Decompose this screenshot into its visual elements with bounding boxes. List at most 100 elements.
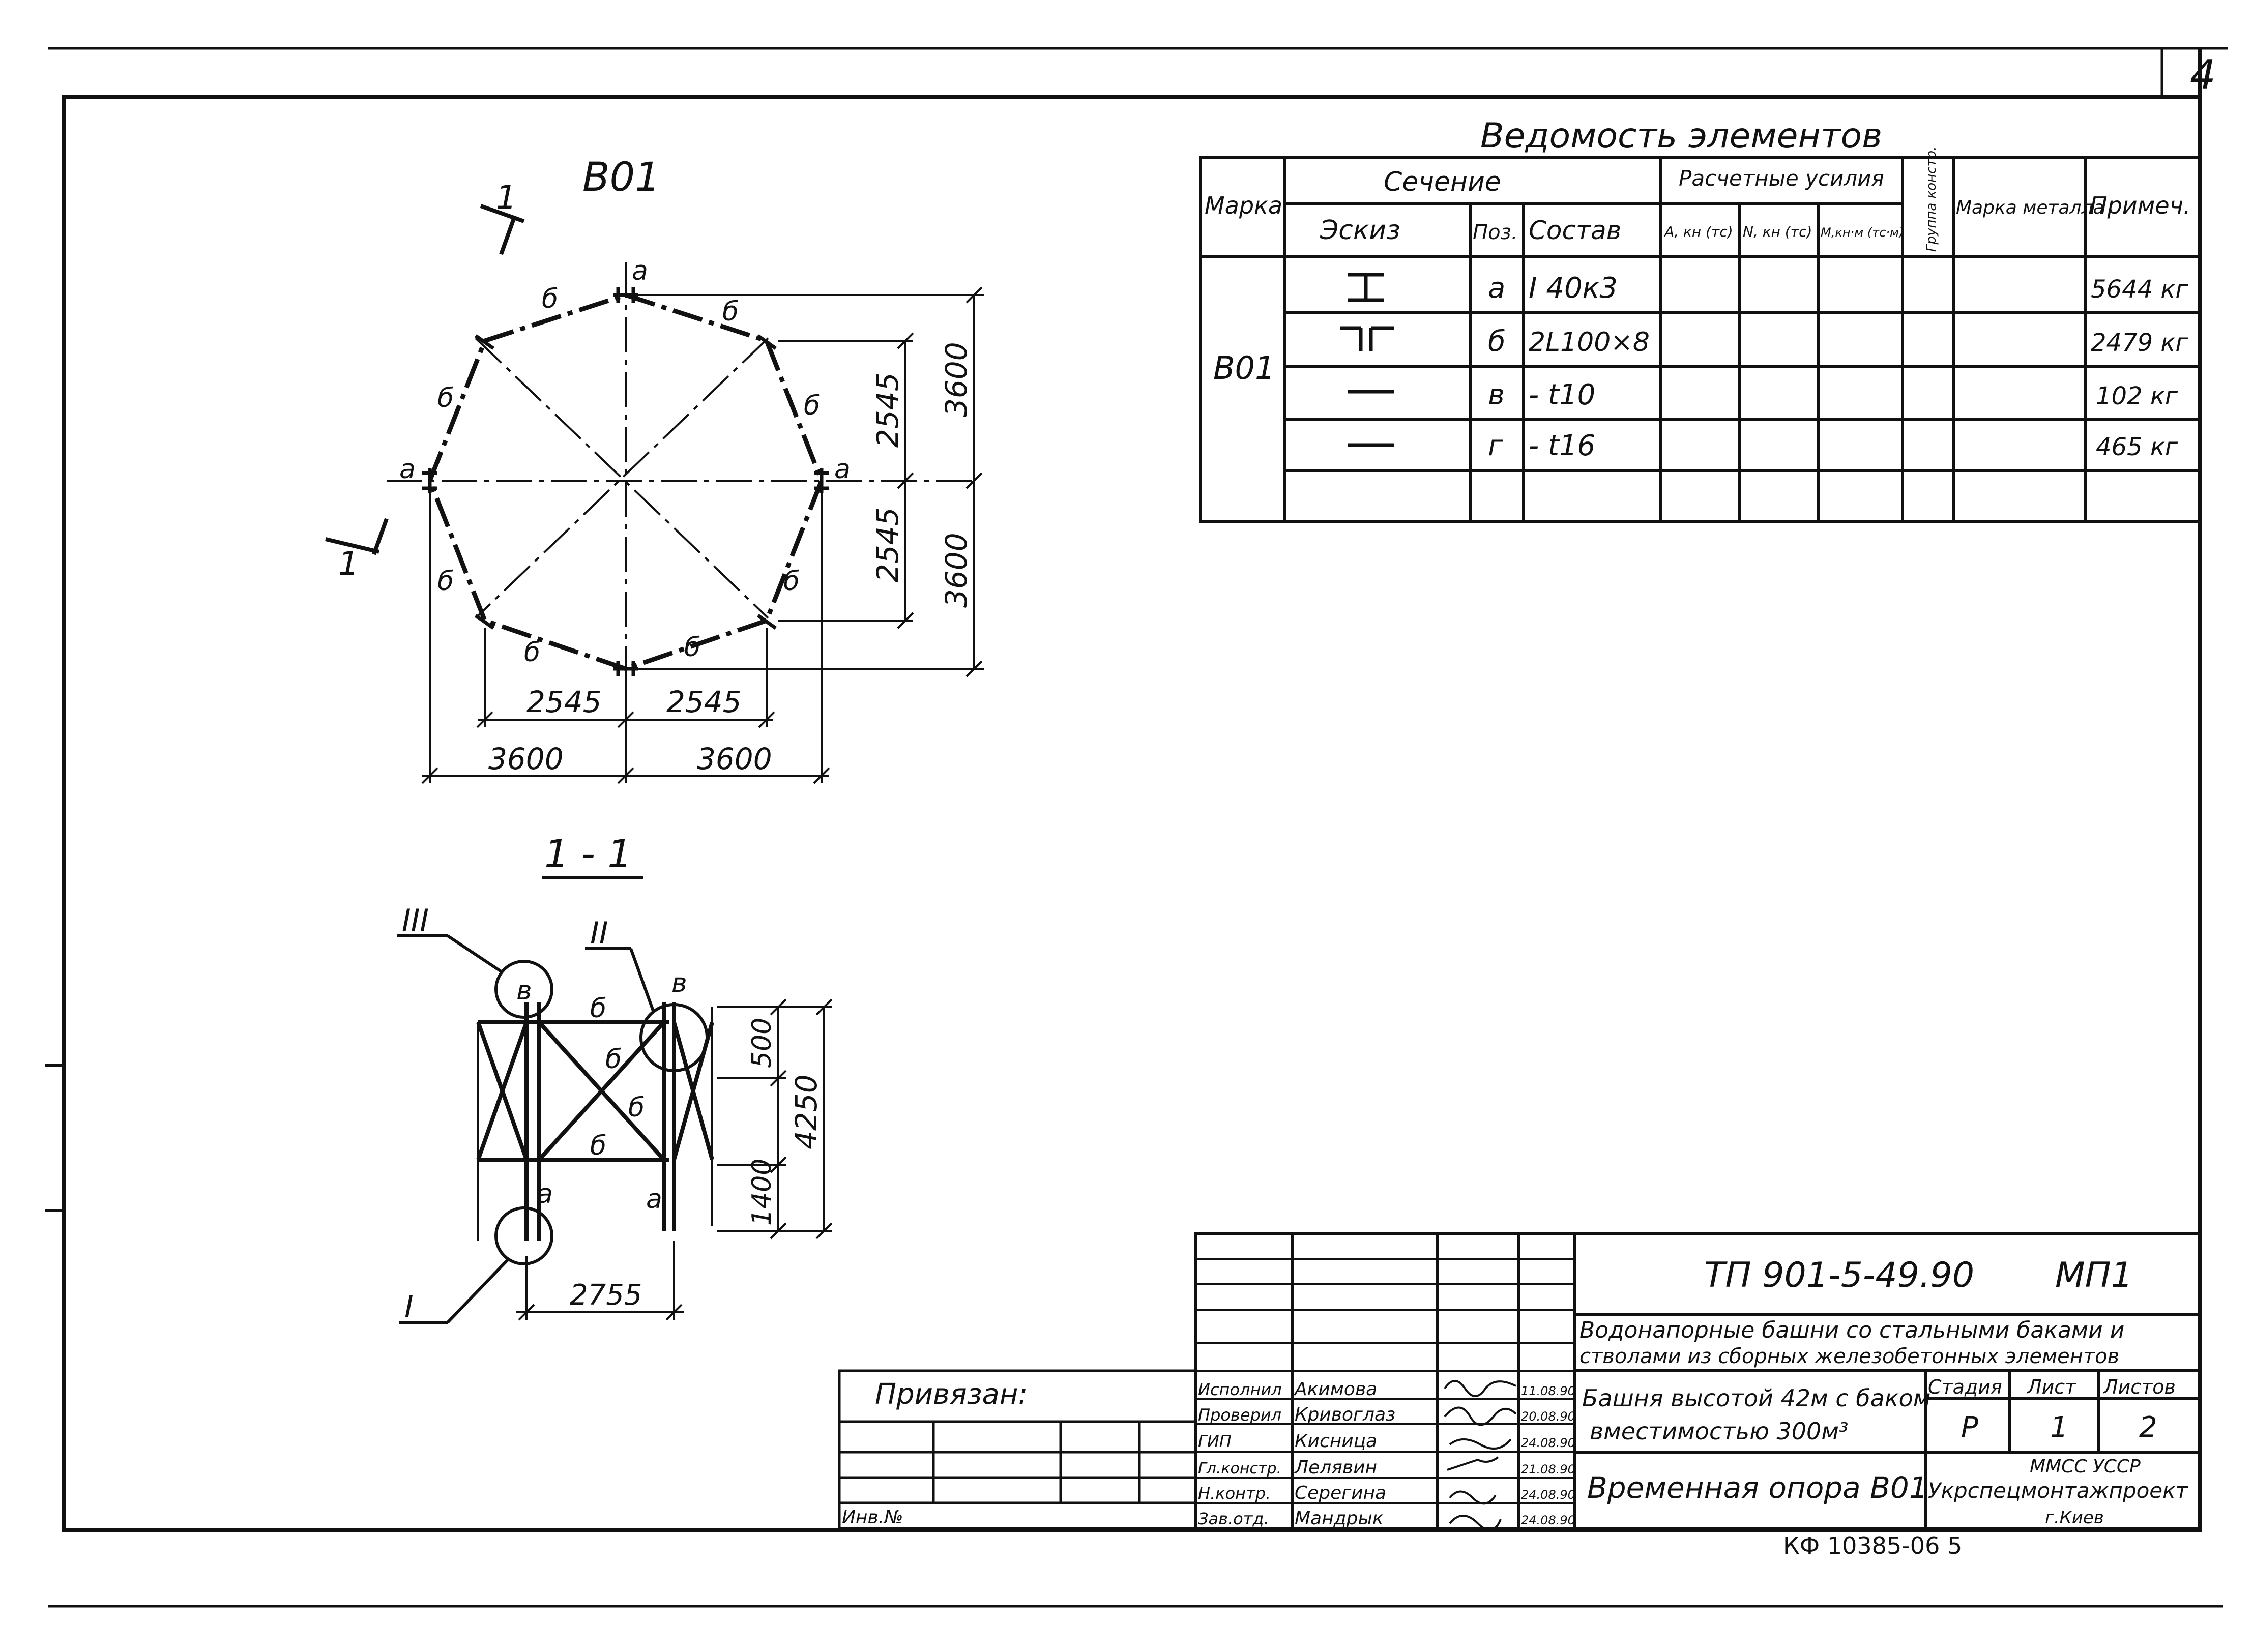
sketch-ibeam-icon bbox=[1348, 273, 1384, 302]
th-eskiz: Эскиз bbox=[1320, 215, 1400, 246]
plan-brace-b-8: б bbox=[684, 632, 700, 663]
dim-3600-right: 3600 bbox=[697, 742, 772, 776]
signer-date: 24.08.90 bbox=[1521, 1436, 1575, 1450]
plan-brace-b-3: б bbox=[437, 383, 454, 414]
building-line1: Башня высотой 42м с баком bbox=[1582, 1384, 1931, 1412]
row-2-pos: б bbox=[1488, 325, 1506, 358]
callout-circle-II bbox=[639, 1003, 709, 1072]
plan-node-a-left: а bbox=[399, 454, 416, 485]
sheets-value: 2 bbox=[2139, 1411, 2157, 1444]
plan-brace-b-5: б bbox=[437, 566, 454, 597]
stage-label: Стадия bbox=[1928, 1376, 2002, 1398]
table-caption: Ведомость элементов bbox=[1480, 116, 1882, 156]
plan-node-a-top: а bbox=[632, 256, 648, 286]
project-name-line1: Водонапорные башни со стальными баками и bbox=[1579, 1317, 2124, 1343]
sheet-value: 1 bbox=[2050, 1411, 2068, 1444]
binding-block: Привязан: Инв.№ bbox=[838, 1369, 1197, 1530]
row-2-note: 2479 кг bbox=[2091, 329, 2188, 357]
callout-circle-III bbox=[494, 960, 553, 1019]
th-poz: Поз. bbox=[1473, 221, 1518, 244]
signer-date: 21.08.90 bbox=[1521, 1462, 1575, 1477]
dim-2545-upper: 2545 bbox=[870, 372, 905, 448]
dim-1400: 1400 bbox=[747, 1159, 777, 1226]
signer-role: Зав.отд. bbox=[1198, 1509, 1269, 1528]
plan-brace-b-1: б bbox=[542, 284, 558, 314]
th-note: Примеч. bbox=[2090, 192, 2191, 219]
section-pos-v-left: в bbox=[516, 976, 532, 1006]
signer-date: 11.08.90 bbox=[1521, 1384, 1575, 1398]
row-3-pos: в bbox=[1488, 378, 1505, 411]
row-1-sostav: I 40к3 bbox=[1529, 272, 1618, 305]
callout-label-III: III bbox=[402, 903, 429, 938]
signer-role: Н.контр. bbox=[1198, 1484, 1271, 1503]
plan-view: В01 а а а б б б б б б б б bbox=[325, 155, 984, 784]
section-pos-b-diag2: б bbox=[628, 1093, 645, 1123]
th-a-kn: А, кн (тс) bbox=[1663, 223, 1733, 240]
inventory-label: Инв.№ bbox=[842, 1507, 903, 1528]
th-marka: Марка bbox=[1205, 192, 1282, 219]
sheet-title: Временная опора В01 bbox=[1587, 1470, 1928, 1505]
section-pos-v-right: в bbox=[671, 968, 687, 998]
dim-3600-lower: 3600 bbox=[939, 533, 974, 608]
row-4-note: 465 кг bbox=[2096, 433, 2178, 461]
section-mark-top: 1 bbox=[496, 179, 517, 217]
section-pos-a-right: а bbox=[646, 1184, 662, 1215]
plan-brace-b-7: б bbox=[524, 637, 540, 668]
sketch-double-angle-icon bbox=[1340, 326, 1394, 351]
sheet-label: Лист bbox=[2026, 1376, 2077, 1398]
th-group: Группа констр. bbox=[1924, 146, 1939, 252]
dim-2755: 2755 bbox=[570, 1279, 642, 1312]
section-title: 1 - 1 bbox=[544, 831, 632, 876]
project-mark: МП1 bbox=[2055, 1255, 2133, 1295]
stage-value: Р bbox=[1961, 1411, 1978, 1444]
signer-name: Кисница bbox=[1295, 1431, 1377, 1452]
signer-date: 24.08.90 bbox=[1521, 1513, 1575, 1527]
project-code: ТП 901-5-49.90 bbox=[1704, 1255, 1974, 1295]
signer-name: Серегина bbox=[1295, 1483, 1386, 1503]
section-view: 1 - 1 III I bbox=[397, 831, 833, 1325]
sheets-label: Листов bbox=[2102, 1376, 2176, 1398]
th-metal: Марка металла bbox=[1956, 197, 2104, 218]
signer-role: Исполнил bbox=[1198, 1380, 1282, 1399]
signer-name: Кривоглаз bbox=[1295, 1404, 1395, 1425]
footer-code: КФ 10385-06 5 bbox=[1783, 1532, 1962, 1559]
plan-brace-b-6: б bbox=[783, 566, 800, 597]
elements-table: Ведомость элементов Марка Сечение Эскиз … bbox=[1199, 116, 2202, 523]
row-4-sostav: - t16 bbox=[1529, 429, 1595, 462]
section-pos-a-left: а bbox=[537, 1179, 553, 1210]
table-mark-value: В01 bbox=[1213, 349, 1275, 387]
row-4-pos: г bbox=[1488, 429, 1503, 462]
row-3-note: 102 кг bbox=[2096, 382, 2178, 410]
signers-list: Исполнил Акимова 11.08.90 Проверил Криво… bbox=[1198, 1379, 1575, 1529]
title-block: ТП 901-5-49.90 МП1 Водонапорные башни со… bbox=[1194, 1232, 2202, 1531]
building-line2: вместимостью 300м³ bbox=[1590, 1418, 1848, 1445]
row-2-sostav: 2L100×8 bbox=[1529, 327, 1650, 358]
plan-brace-b-4: б bbox=[804, 391, 820, 421]
project-name-line2: стволами из сборных железобетонных элеме… bbox=[1579, 1345, 2119, 1368]
th-m-kn: М,кн·м (тс·м) bbox=[1821, 225, 1904, 240]
signer-date: 20.08.90 bbox=[1521, 1409, 1575, 1424]
dim-2545-right: 2545 bbox=[666, 685, 742, 719]
signer-role: Проверил bbox=[1198, 1405, 1281, 1425]
sheet-frame bbox=[45, 47, 2228, 1608]
dim-3600-left: 3600 bbox=[488, 742, 564, 776]
row-1-note: 5644 кг bbox=[2091, 275, 2188, 304]
section-pos-b-bottom: б bbox=[590, 1131, 606, 1161]
signer-name: Мандрык bbox=[1295, 1508, 1384, 1529]
org-line2: Укрспецмонтажпроект bbox=[1928, 1478, 2189, 1503]
signer-date: 24.08.90 bbox=[1521, 1488, 1575, 1502]
signer-name: Акимова bbox=[1294, 1379, 1377, 1400]
dim-500: 500 bbox=[747, 1018, 777, 1068]
plan-title: В01 bbox=[582, 155, 660, 200]
signer-role: Гл.констр. bbox=[1198, 1460, 1281, 1478]
section-pos-b-top: б bbox=[590, 993, 606, 1024]
callout-circle-I bbox=[494, 1206, 553, 1265]
binding-label: Привязан: bbox=[875, 1378, 1028, 1411]
th-n-kn: N, кн (тс) bbox=[1743, 223, 1812, 240]
signature-scribbles bbox=[1444, 1380, 1517, 1531]
dim-2545-left: 2545 bbox=[526, 685, 602, 719]
th-efforts: Расчетные усилия bbox=[1679, 166, 1884, 191]
signer-name: Лелявин bbox=[1294, 1457, 1377, 1478]
section-pos-b-diag1: б bbox=[605, 1044, 622, 1075]
